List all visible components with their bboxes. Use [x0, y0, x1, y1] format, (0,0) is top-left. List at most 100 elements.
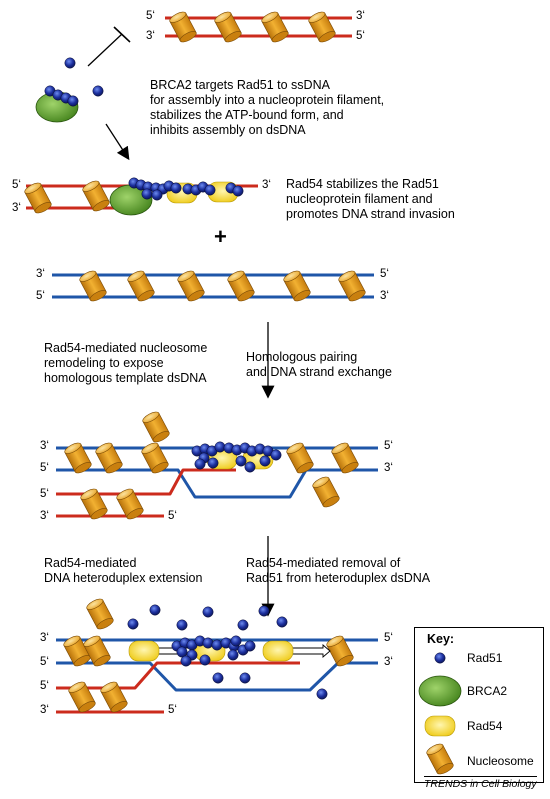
removal-caption: Rad54-mediated removal of Rad51 from het…: [246, 556, 431, 585]
nucleosome-top: [86, 598, 104, 610]
rad51-icon: [276, 616, 288, 628]
rad51-icon: [176, 646, 188, 658]
end-label: 3‘: [146, 30, 155, 42]
nucleosome-top: [227, 270, 245, 282]
nucleosome-icon: [141, 442, 169, 474]
nucleosome-icon: [227, 270, 255, 302]
nucleosome-bottom: [34, 202, 52, 214]
nucleosome-top: [308, 11, 326, 23]
nucleosome-top: [80, 488, 98, 500]
nucleosome-bottom: [271, 31, 289, 43]
nucleosome-top: [326, 635, 344, 647]
nucleosome-icon: [82, 180, 110, 212]
end-label: 5‘: [380, 268, 389, 280]
rad51-icon: [434, 652, 446, 664]
rad51-icon: [244, 461, 256, 473]
nucleosome-top: [169, 11, 187, 23]
arrow-step1: [105, 123, 130, 161]
nucleosome-bottom: [336, 655, 354, 667]
nucleosome-icon: [64, 442, 92, 474]
key-label-rad54: Rad54: [467, 719, 503, 733]
rad51-icon: [67, 95, 79, 107]
nucleosome-bottom: [322, 496, 340, 508]
nucleosome-icon: [116, 488, 144, 520]
nucleosome-bottom: [179, 31, 197, 43]
rad54-icon: [262, 640, 294, 662]
nucleosome-icon: [308, 11, 336, 43]
rad51-icon: [237, 619, 249, 631]
end-label: 3‘: [40, 632, 49, 644]
nucleosome-icon: [169, 11, 197, 43]
nucleosome-icon: [86, 598, 114, 630]
nucleosome-top: [127, 270, 145, 282]
end-label: 3‘: [384, 656, 393, 668]
nucleosome-icon: [261, 11, 289, 43]
end-label: 3‘: [36, 268, 45, 280]
nucleosome-bottom: [293, 290, 311, 302]
rad51-icon: [202, 606, 214, 618]
inhibition-line: [87, 33, 123, 67]
nucleosome-icon: [338, 270, 366, 302]
end-label: 5‘: [356, 30, 365, 42]
nucleosome-bottom: [93, 655, 111, 667]
key-label-brca2: BRCA2: [467, 684, 508, 698]
nucleosome-top: [177, 270, 195, 282]
rad51-icon: [258, 605, 270, 617]
nucleosome-bottom: [137, 290, 155, 302]
nucleosome-top: [214, 11, 232, 23]
nucleosome-bottom: [92, 200, 110, 212]
nucleosome-top: [286, 442, 304, 454]
end-label: 3‘: [40, 440, 49, 452]
rad51-icon: [194, 458, 206, 470]
nucleosome-top: [100, 681, 118, 693]
rad51-icon: [259, 455, 271, 467]
nucleosome-bottom: [89, 290, 107, 302]
nucleosome-bottom: [341, 462, 359, 474]
rad54-icon: [128, 640, 160, 662]
end-label: 5‘: [168, 704, 177, 716]
end-label: 5‘: [40, 656, 49, 668]
nucleosome-bottom: [318, 31, 336, 43]
nucleosome-icon: [286, 442, 314, 474]
end-label: 5‘: [168, 510, 177, 522]
nucleosome-icon: [312, 476, 340, 508]
nucleosome-bottom: [436, 763, 454, 775]
end-label: 5‘: [40, 680, 49, 692]
rad51-icon: [176, 619, 188, 631]
rad51-icon: [202, 637, 214, 649]
nucleosome-top: [79, 270, 97, 282]
nucleosome-top: [141, 442, 159, 454]
nucleosome-bottom: [296, 462, 314, 474]
nucleosome-icon: [326, 635, 354, 667]
brca2-caption: BRCA2 targets Rad51 to ssDNA for assembl…: [150, 78, 385, 137]
plus-sign: +: [214, 224, 227, 249]
nucleosome-top: [261, 11, 279, 23]
end-label: 5‘: [40, 488, 49, 500]
nucleosome-icon: [68, 681, 96, 713]
rad51-icon: [270, 449, 282, 461]
nucleosome-bottom: [105, 462, 123, 474]
rad51-icon: [227, 649, 239, 661]
nucleosome-icon: [100, 681, 128, 713]
nucleosome-bottom: [110, 701, 128, 713]
nucleosome-icon: [63, 635, 91, 667]
end-label: 5‘: [384, 632, 393, 644]
nucleosome-bottom: [78, 701, 96, 713]
nucleosome-icon: [79, 270, 107, 302]
nucleosome-top: [83, 635, 101, 647]
rad51-icon: [180, 655, 192, 667]
legend-key: Key: Rad51 BRCA2 Rad54 Nucleosome: [414, 627, 544, 783]
end-label: 3‘: [356, 10, 365, 22]
nucleosome-icon: [331, 442, 359, 474]
end-label: 3‘: [380, 290, 389, 302]
rad51-icon: [239, 672, 251, 684]
end-label: 3‘: [12, 202, 21, 214]
figure-credit: TRENDS in Cell Biology: [424, 776, 537, 790]
nucleosome-top: [116, 488, 134, 500]
nucleosome-icon: [214, 11, 242, 43]
remodel-caption: Rad54-mediated nucleosome remodeling to …: [44, 341, 208, 385]
rad51-icon: [127, 618, 139, 630]
nucleosome-bottom: [96, 618, 114, 630]
rad51-icon: [207, 457, 219, 469]
